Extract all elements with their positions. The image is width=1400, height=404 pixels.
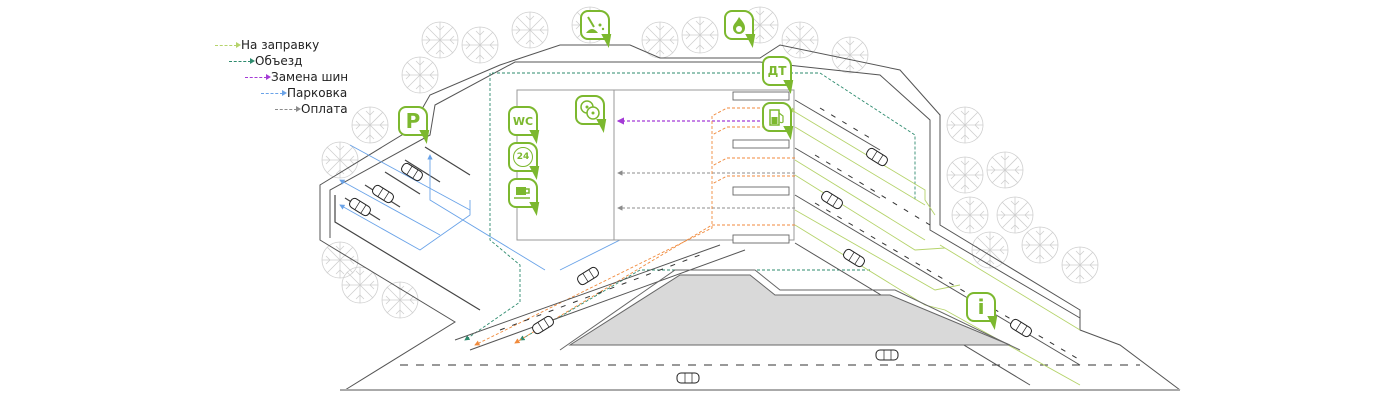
parking-marker: P [398, 106, 432, 144]
site-boundary [319, 44, 1181, 391]
main-road [340, 364, 1180, 391]
exit-route [474, 107, 795, 346]
diesel-icon: ДТ [762, 56, 792, 86]
legend-label: На заправку [241, 38, 320, 52]
tire-service-icon [575, 95, 605, 125]
fuel-pump-marker [762, 102, 796, 140]
car-wash-building [559, 269, 1021, 351]
coffee-cup-icon [508, 178, 538, 208]
diesel-marker: ДТ [762, 56, 796, 94]
open-24-icon: 24 [508, 142, 538, 172]
info-marker: i [966, 292, 1000, 330]
route-legend: На заправку Объезд Замена шин Парковка О… [215, 37, 348, 117]
parking-icon: P [398, 106, 428, 136]
info-icon: i [966, 292, 996, 322]
cafe-marker [508, 178, 542, 216]
payment-route [617, 170, 795, 211]
wc-marker: WC [508, 106, 542, 144]
car-wash-marker [580, 10, 614, 48]
legend-item-parking: Парковка [215, 85, 348, 101]
legend-item-fuel: На заправку [215, 37, 348, 53]
open-24-marker: 24 [508, 142, 542, 180]
exit-road [454, 244, 746, 351]
legend-label: Парковка [287, 86, 348, 100]
tire-service-marker [575, 95, 609, 133]
legend-arrow-icon [261, 89, 287, 96]
fire-marker [724, 10, 758, 48]
legend-label: Оплата [301, 102, 348, 116]
wc-icon: WC [508, 106, 538, 136]
legend-item-bypass: Объезд [215, 53, 348, 69]
legend-arrow-icon [275, 105, 301, 112]
legend-item-payment: Оплата [215, 101, 348, 117]
legend-arrow-icon [215, 41, 241, 48]
legend-item-tire: Замена шин [215, 69, 348, 85]
legend-label: Замена шин [271, 70, 349, 84]
legend-arrow-icon [245, 73, 271, 80]
bypass-route [464, 72, 916, 341]
legend-label: Объезд [255, 54, 303, 68]
shop-building [516, 89, 795, 241]
fuel-pump-icon [762, 102, 792, 132]
car-wash-icon [580, 10, 610, 40]
fire-extinguisher-icon [724, 10, 754, 40]
legend-arrow-icon [229, 57, 255, 64]
fuel-islands [732, 91, 790, 244]
